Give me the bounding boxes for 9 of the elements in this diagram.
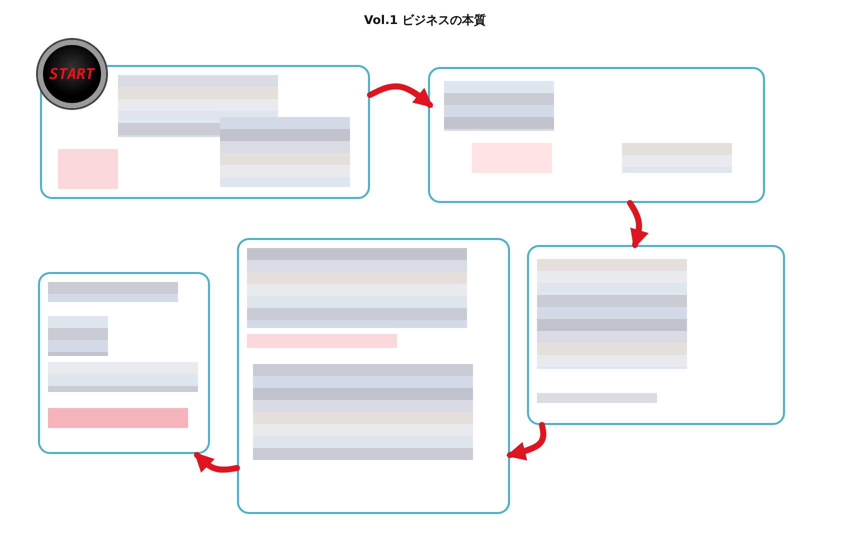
diagram-title: Vol.1 ビジネスの本質 (362, 12, 488, 29)
content-card (38, 272, 210, 454)
content-card (237, 238, 510, 514)
curved-arrow (194, 452, 240, 473)
curved-arrow (627, 200, 649, 249)
content-card (428, 67, 765, 203)
start-badge: START (38, 40, 106, 108)
content-card (527, 245, 785, 425)
curved-arrow (367, 83, 433, 108)
